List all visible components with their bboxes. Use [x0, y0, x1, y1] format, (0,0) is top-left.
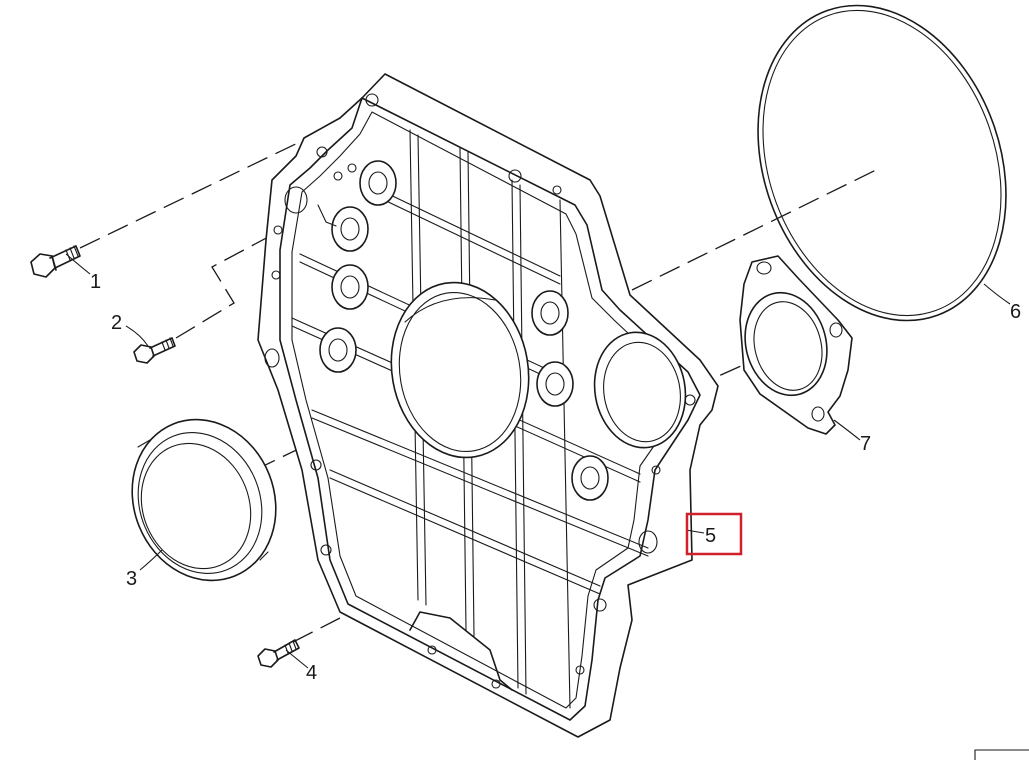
callout-3[interactable]: 3: [126, 568, 137, 590]
leader-2: [125, 325, 149, 347]
leader-6: [983, 283, 1011, 305]
corner-frame-mark: [974, 749, 1029, 761]
bolt-1-part: [30, 245, 81, 278]
bolt-4-part: [257, 639, 300, 668]
callout-labels: 1 2 3 4 5 6 7: [90, 271, 1021, 684]
leader-lines: [65, 253, 1011, 669]
cover-plate-center-bore: [390, 281, 530, 459]
leader-5: [685, 529, 705, 534]
callout-4[interactable]: 4: [306, 662, 317, 684]
cover-plate-part: [257, 73, 719, 738]
callout-7[interactable]: 7: [860, 433, 871, 455]
flange-seal-part: [739, 255, 853, 435]
cover-plate-holes: [264, 93, 696, 689]
highlight-box: [685, 512, 743, 556]
axis-line-bolt-1: [79, 124, 336, 249]
leader-3: [139, 549, 163, 571]
callout-5[interactable]: 5: [705, 525, 716, 547]
cover-plate-bosses: [319, 160, 609, 501]
callout-1[interactable]: 1: [90, 271, 101, 293]
cover-plate-right-bore: [593, 331, 687, 449]
leader-1: [65, 253, 91, 275]
callout-2[interactable]: 2: [111, 312, 122, 334]
seal-ring-part: [131, 418, 277, 582]
leader-4: [285, 649, 309, 669]
axis-line-bolt-2: [175, 227, 286, 339]
axis-line-bolt-4: [292, 617, 341, 643]
callout-6[interactable]: 6: [1010, 301, 1021, 323]
o-ring-part: [757, 4, 1007, 322]
axis-line-o-ring: [631, 167, 881, 291]
bolt-2-part: [133, 337, 176, 364]
leader-7: [833, 419, 861, 441]
